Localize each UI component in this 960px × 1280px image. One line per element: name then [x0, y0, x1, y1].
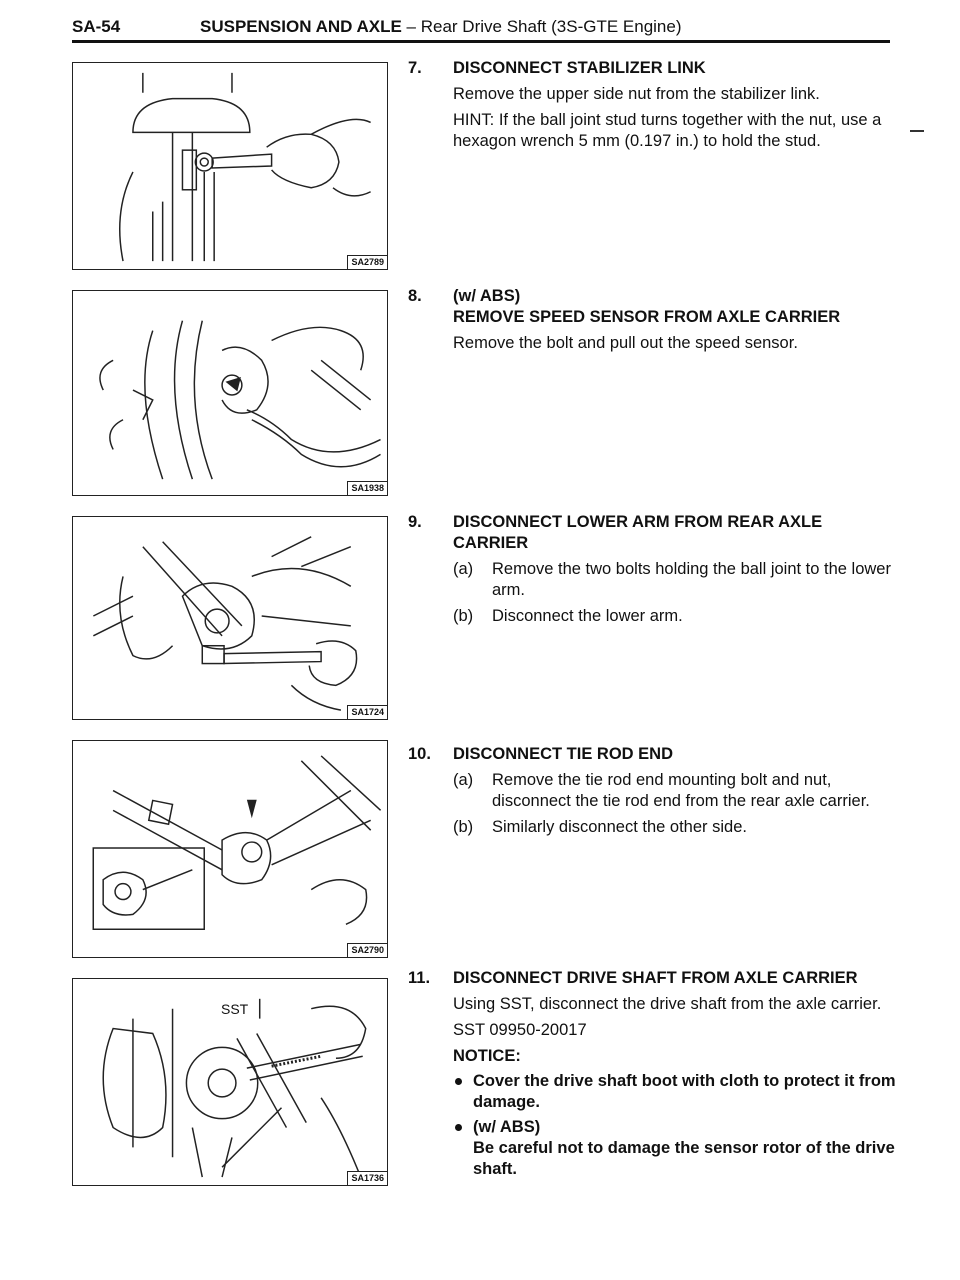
- drive-shaft-sst-illustration: [102, 998, 367, 1178]
- sub-item-label: (a): [453, 560, 474, 578]
- step-number: 10.: [408, 745, 431, 763]
- sub-item-label: (a): [453, 771, 474, 789]
- step-title: DISCONNECT TIE ROD END: [453, 745, 674, 763]
- step-title-qualifier: (w/ ABS): [453, 287, 521, 305]
- page-header: SA-54 SUSPENSION AND AXLE – Rear Drive S…: [72, 14, 890, 43]
- bullet-text: Be careful not to damage the sensor roto…: [473, 1139, 895, 1178]
- notice-heading: NOTICE:: [453, 1047, 521, 1065]
- step-text: Remove the upper side nut from the stabi…: [453, 85, 820, 103]
- step-sub-item: (b) Disconnect the lower arm.: [453, 606, 898, 627]
- figure-stabilizer-link: SA2789: [72, 62, 388, 270]
- step-sub-item: (b) Similarly disconnect the other side.: [453, 817, 898, 838]
- sub-item-text: Remove the two bolts holding the ball jo…: [492, 560, 891, 599]
- step-title: REMOVE SPEED SENSOR FROM AXLE CARRIER: [453, 308, 841, 326]
- notice-bullet: Cover the drive shaft boot with cloth to…: [453, 1071, 898, 1113]
- figure-speed-sensor: SA1938: [72, 290, 388, 496]
- bullet-dot: [455, 1078, 462, 1085]
- notice-bullet: (w/ ABS) Be careful not to damage the se…: [453, 1117, 898, 1180]
- step-7: 7. DISCONNECT STABILIZER LINK Remove the…: [408, 58, 898, 152]
- bullet-dot: [455, 1124, 462, 1131]
- step-11: 11. DISCONNECT DRIVE SHAFT FROM AXLE CAR…: [408, 968, 898, 1180]
- step-number: 11.: [408, 969, 431, 987]
- step-text: Remove the bolt and pull out the speed s…: [453, 334, 798, 352]
- lower-arm-illustration: [93, 536, 358, 711]
- bullet-text: Cover the drive shaft boot with cloth to…: [473, 1072, 896, 1111]
- speed-sensor-illustration: [99, 320, 381, 480]
- step-8: 8. (w/ ABS) REMOVE SPEED SENSOR FROM AXL…: [408, 286, 898, 354]
- sub-item-text: Disconnect the lower arm.: [492, 607, 683, 625]
- sub-item-label: (b): [453, 607, 474, 625]
- sst-label: SST: [221, 1001, 249, 1017]
- figure-code: SA2789: [347, 255, 387, 269]
- section-subtitle: – Rear Drive Shaft (3S-GTE Engine): [401, 17, 682, 36]
- step-title: DISCONNECT LOWER ARM FROM REAR AXLE CARR…: [453, 513, 823, 552]
- page-number: SA-54: [72, 17, 121, 36]
- step-hint: HINT: If the ball joint stud turns toget…: [453, 111, 882, 150]
- bullet-qualifier: (w/ ABS): [473, 1118, 541, 1136]
- section-title: SUSPENSION AND AXLE: [200, 17, 402, 36]
- step-number: 7.: [408, 59, 422, 77]
- sub-item-text: Similarly disconnect the other side.: [492, 818, 747, 836]
- figure-drive-shaft-sst: SST SA1736: [72, 978, 388, 1186]
- sub-item-text: Remove the tie rod end mounting bolt and…: [492, 771, 870, 810]
- step-title: DISCONNECT DRIVE SHAFT FROM AXLE CARRIER: [453, 969, 858, 987]
- step-text: Using SST, disconnect the drive shaft fr…: [453, 995, 882, 1013]
- figure-code: SA2790: [347, 943, 387, 957]
- figure-code: SA1938: [347, 481, 387, 495]
- stabilizer-link-illustration: [119, 72, 371, 262]
- margin-mark: [910, 130, 924, 132]
- step-title: DISCONNECT STABILIZER LINK: [453, 59, 706, 77]
- figure-tie-rod-end: SA2790: [72, 740, 388, 958]
- sub-item-label: (b): [453, 818, 474, 836]
- page-title: SUSPENSION AND AXLE – Rear Drive Shaft (…: [200, 16, 682, 38]
- step-10: 10. DISCONNECT TIE ROD END (a) Remove th…: [408, 744, 898, 838]
- step-sub-item: (a) Remove the two bolts holding the bal…: [453, 559, 898, 601]
- tie-rod-end-illustration: [92, 755, 382, 930]
- step-number: 8.: [408, 287, 422, 305]
- step-9: 9. DISCONNECT LOWER ARM FROM REAR AXLE C…: [408, 512, 898, 627]
- sst-number: SST 09950-20017: [453, 1021, 587, 1039]
- figure-code: SA1736: [347, 1171, 387, 1185]
- figure-lower-arm: SA1724: [72, 516, 388, 720]
- step-number: 9.: [408, 513, 422, 531]
- figure-code: SA1724: [347, 705, 387, 719]
- step-sub-item: (a) Remove the tie rod end mounting bolt…: [453, 770, 898, 812]
